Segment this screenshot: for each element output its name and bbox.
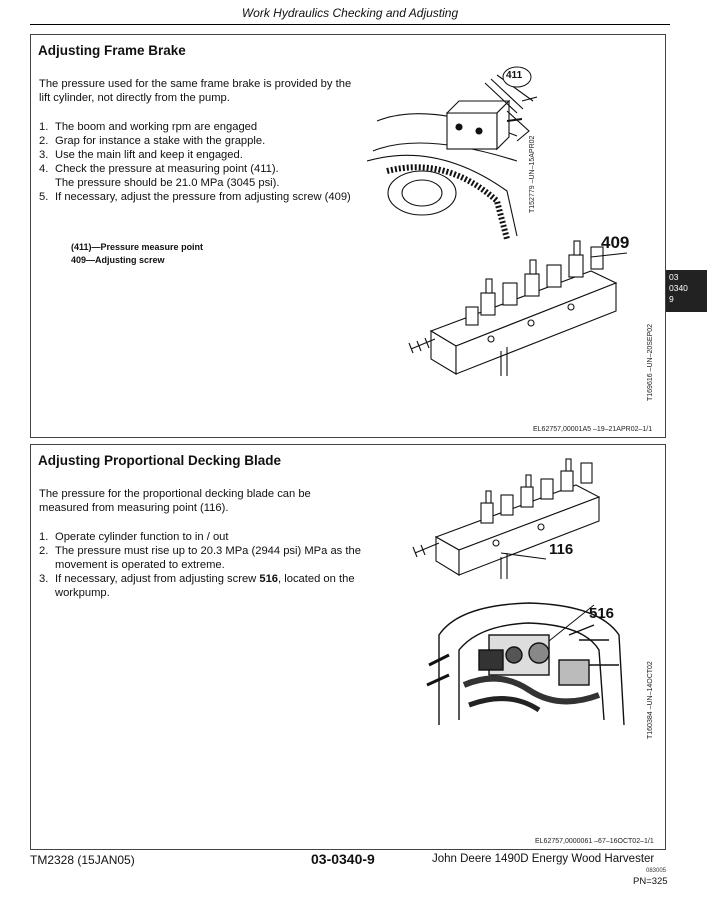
header-rule [30, 24, 670, 25]
figure-label: T160384 –UN–14OCT02 [647, 661, 654, 739]
legend-item: (411)—Pressure measure point [71, 242, 204, 252]
footer-code: 083005 [646, 868, 667, 874]
figure-label: T152779 –UN–15APR02 [529, 135, 536, 213]
section-decking-blade: Adjusting Proportional Decking Blade The… [30, 444, 666, 850]
step-item: 2.The pressure must rise up to 20.3 MPa … [39, 545, 361, 571]
step-item: 4.Check the pressure at measuring point … [39, 163, 280, 189]
section-intro: The pressure used for the same frame bra… [39, 78, 352, 104]
legend-item: 409—Adjusting screw [71, 255, 165, 265]
footer-machine-name: John Deere 1490D Energy Wood Harvester [432, 853, 655, 865]
frame-brake-figure [367, 74, 537, 240]
figure-legend: (411)—Pressure measure point 409—Adjusti… [71, 241, 203, 267]
step-item: 2.Grap for instance a stake with the gra… [39, 135, 266, 147]
reference-code: EL62757,0000061 –67–16OCT02–1/1 [535, 838, 654, 845]
section-frame-brake: Adjusting Frame Brake The pressure used … [30, 34, 666, 438]
callout-516: 516 [589, 605, 615, 622]
step-item: 5.If necessary, adjust the pressure from… [39, 191, 351, 203]
step-item: 3.If necessary, adjust from adjusting sc… [39, 573, 355, 599]
callout-411-marker [502, 66, 532, 88]
steps-list: 1.Operate cylinder function to in / out … [39, 530, 369, 600]
reference-code: EL62757,00001A5 –19–21APR02–1/1 [533, 426, 653, 433]
valve-block-figure [408, 240, 628, 376]
step-item: 1.Operate cylinder function to in / out [39, 531, 229, 543]
workpump-figure [419, 595, 639, 725]
footer-manual-id: TM2328 (15JAN05) [30, 853, 135, 867]
callout-409: 409 [601, 233, 630, 252]
steps-list: 1.The boom and working rpm are engaged 2… [39, 120, 369, 204]
section-title: Adjusting Frame Brake [38, 43, 186, 58]
callout-411: 411 [506, 70, 523, 81]
section-intro: The pressure for the proportional deckin… [39, 488, 311, 514]
callout-116: 116 [549, 541, 574, 558]
decking-valve-figure [412, 458, 601, 579]
section-title: Adjusting Proportional Decking Blade [38, 453, 282, 468]
footer-pn: PN=325 [633, 876, 668, 887]
running-header: Work Hydraulics Checking and Adjusting [241, 6, 459, 20]
figure-label: T169616 –UN–20SEP02 [647, 323, 654, 401]
section-thumb-tab: 03 0340 9 [666, 270, 707, 312]
step-item: 1.The boom and working rpm are engaged [39, 121, 258, 133]
step-item: 3.Use the main lift and keep it engaged. [39, 149, 243, 161]
footer-page-number: 03-0340-9 [311, 851, 375, 867]
